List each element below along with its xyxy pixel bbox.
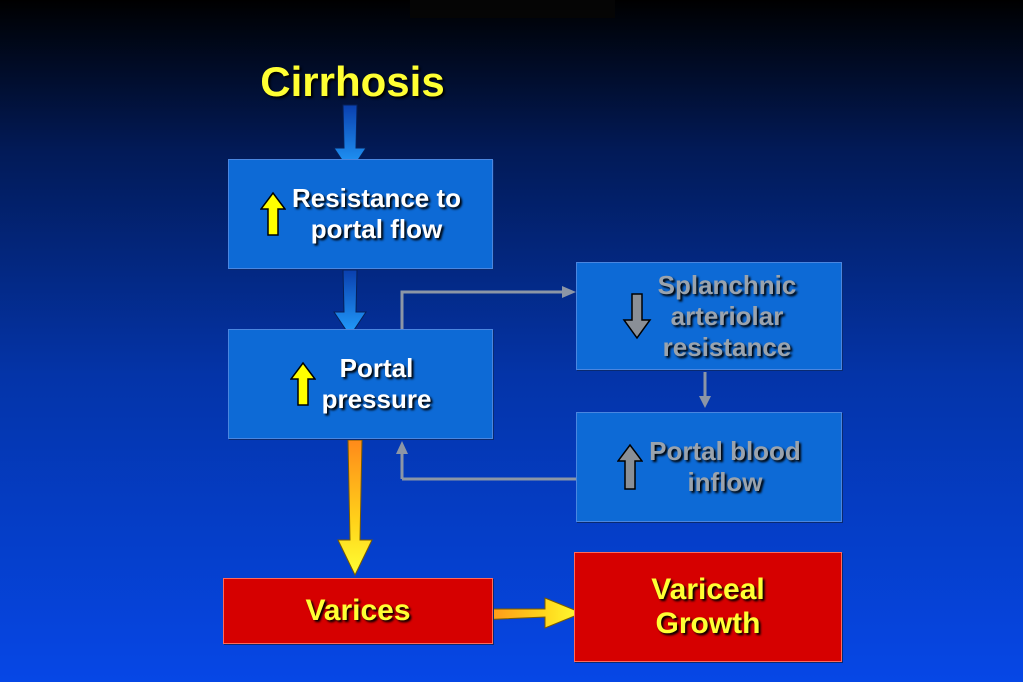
connector-arrowhead-splanchnic (562, 286, 576, 298)
portal-inflow-label-line2: inflow (687, 467, 763, 497)
splanchnic-label: Splanchnic arteriolar resistance (658, 270, 797, 363)
varices-label: Varices (305, 594, 411, 627)
resistance-label-line1: Resistance to (291, 183, 462, 213)
splanchnic-label-line2: arteriolar (670, 300, 784, 331)
up-arrow-icon (617, 443, 644, 490)
up-arrow-icon (289, 361, 316, 406)
flow-arrow-pressure-to-varices (337, 439, 373, 577)
varices-box: Varices (223, 578, 493, 644)
portal-inflow-label-line1: Portal blood (649, 436, 801, 466)
connector-pressure-to-splanchnic (400, 290, 566, 330)
down-arrow-icon (622, 293, 652, 340)
flow-arrow-varices-to-growth (477, 597, 584, 629)
splanchnic-resistance-box: Splanchnic arteriolar resistance (576, 262, 842, 370)
splanchnic-label-line3: resistance (662, 331, 792, 362)
portal-pressure-box: Portal pressure (228, 329, 493, 439)
connector-arrowhead-inflow (699, 396, 711, 408)
top-bar-decoration (410, 0, 615, 18)
variceal-growth-label-line1: Variceal (651, 573, 765, 606)
portal-inflow-label: Portal blood inflow (649, 436, 801, 498)
resistance-label-line2: portal flow (310, 214, 443, 244)
variceal-growth-label: Variceal Growth (651, 573, 764, 641)
variceal-growth-label-line2: Growth (655, 607, 761, 640)
resistance-box: Resistance to portal flow (228, 159, 493, 269)
connector-arrowhead-pressure (396, 441, 408, 454)
portal-pressure-label: Portal pressure (322, 353, 432, 415)
portal-inflow-box: Portal blood inflow (576, 412, 842, 522)
flow-arrow-resistance-to-pressure (333, 269, 367, 337)
resistance-label: Resistance to portal flow (292, 183, 461, 245)
splanchnic-label-line1: Splanchnic (657, 269, 797, 300)
up-arrow-icon (259, 191, 286, 236)
diagram-title: Cirrhosis (260, 58, 445, 105)
portal-pressure-label-line1: Portal (339, 353, 414, 383)
portal-pressure-label-line2: pressure (321, 384, 432, 414)
variceal-growth-box: Variceal Growth (574, 552, 842, 662)
